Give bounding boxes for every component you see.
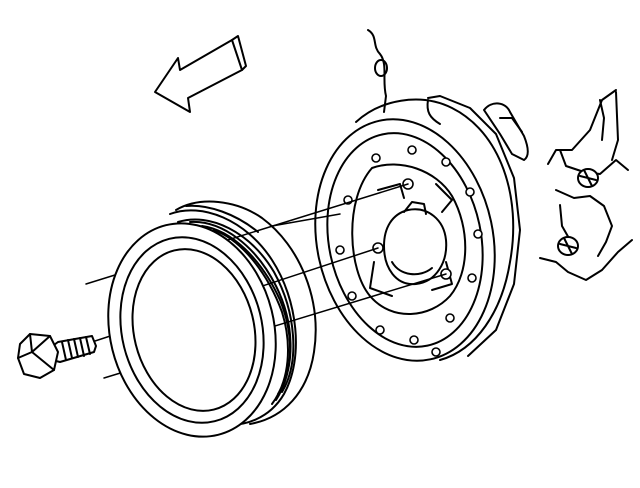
- arrow-left-icon: [154, 35, 247, 113]
- bolt-icon: [17, 333, 97, 379]
- block-bolt-upper: [577, 168, 599, 188]
- balancer-icon: [314, 95, 521, 362]
- balancer-perimeter-holes: [335, 145, 483, 357]
- pulley-icon: [107, 200, 317, 438]
- block-bolt-lower: [557, 236, 579, 256]
- alignment-line-4: [271, 213, 341, 227]
- engine-block-section: [367, 29, 633, 281]
